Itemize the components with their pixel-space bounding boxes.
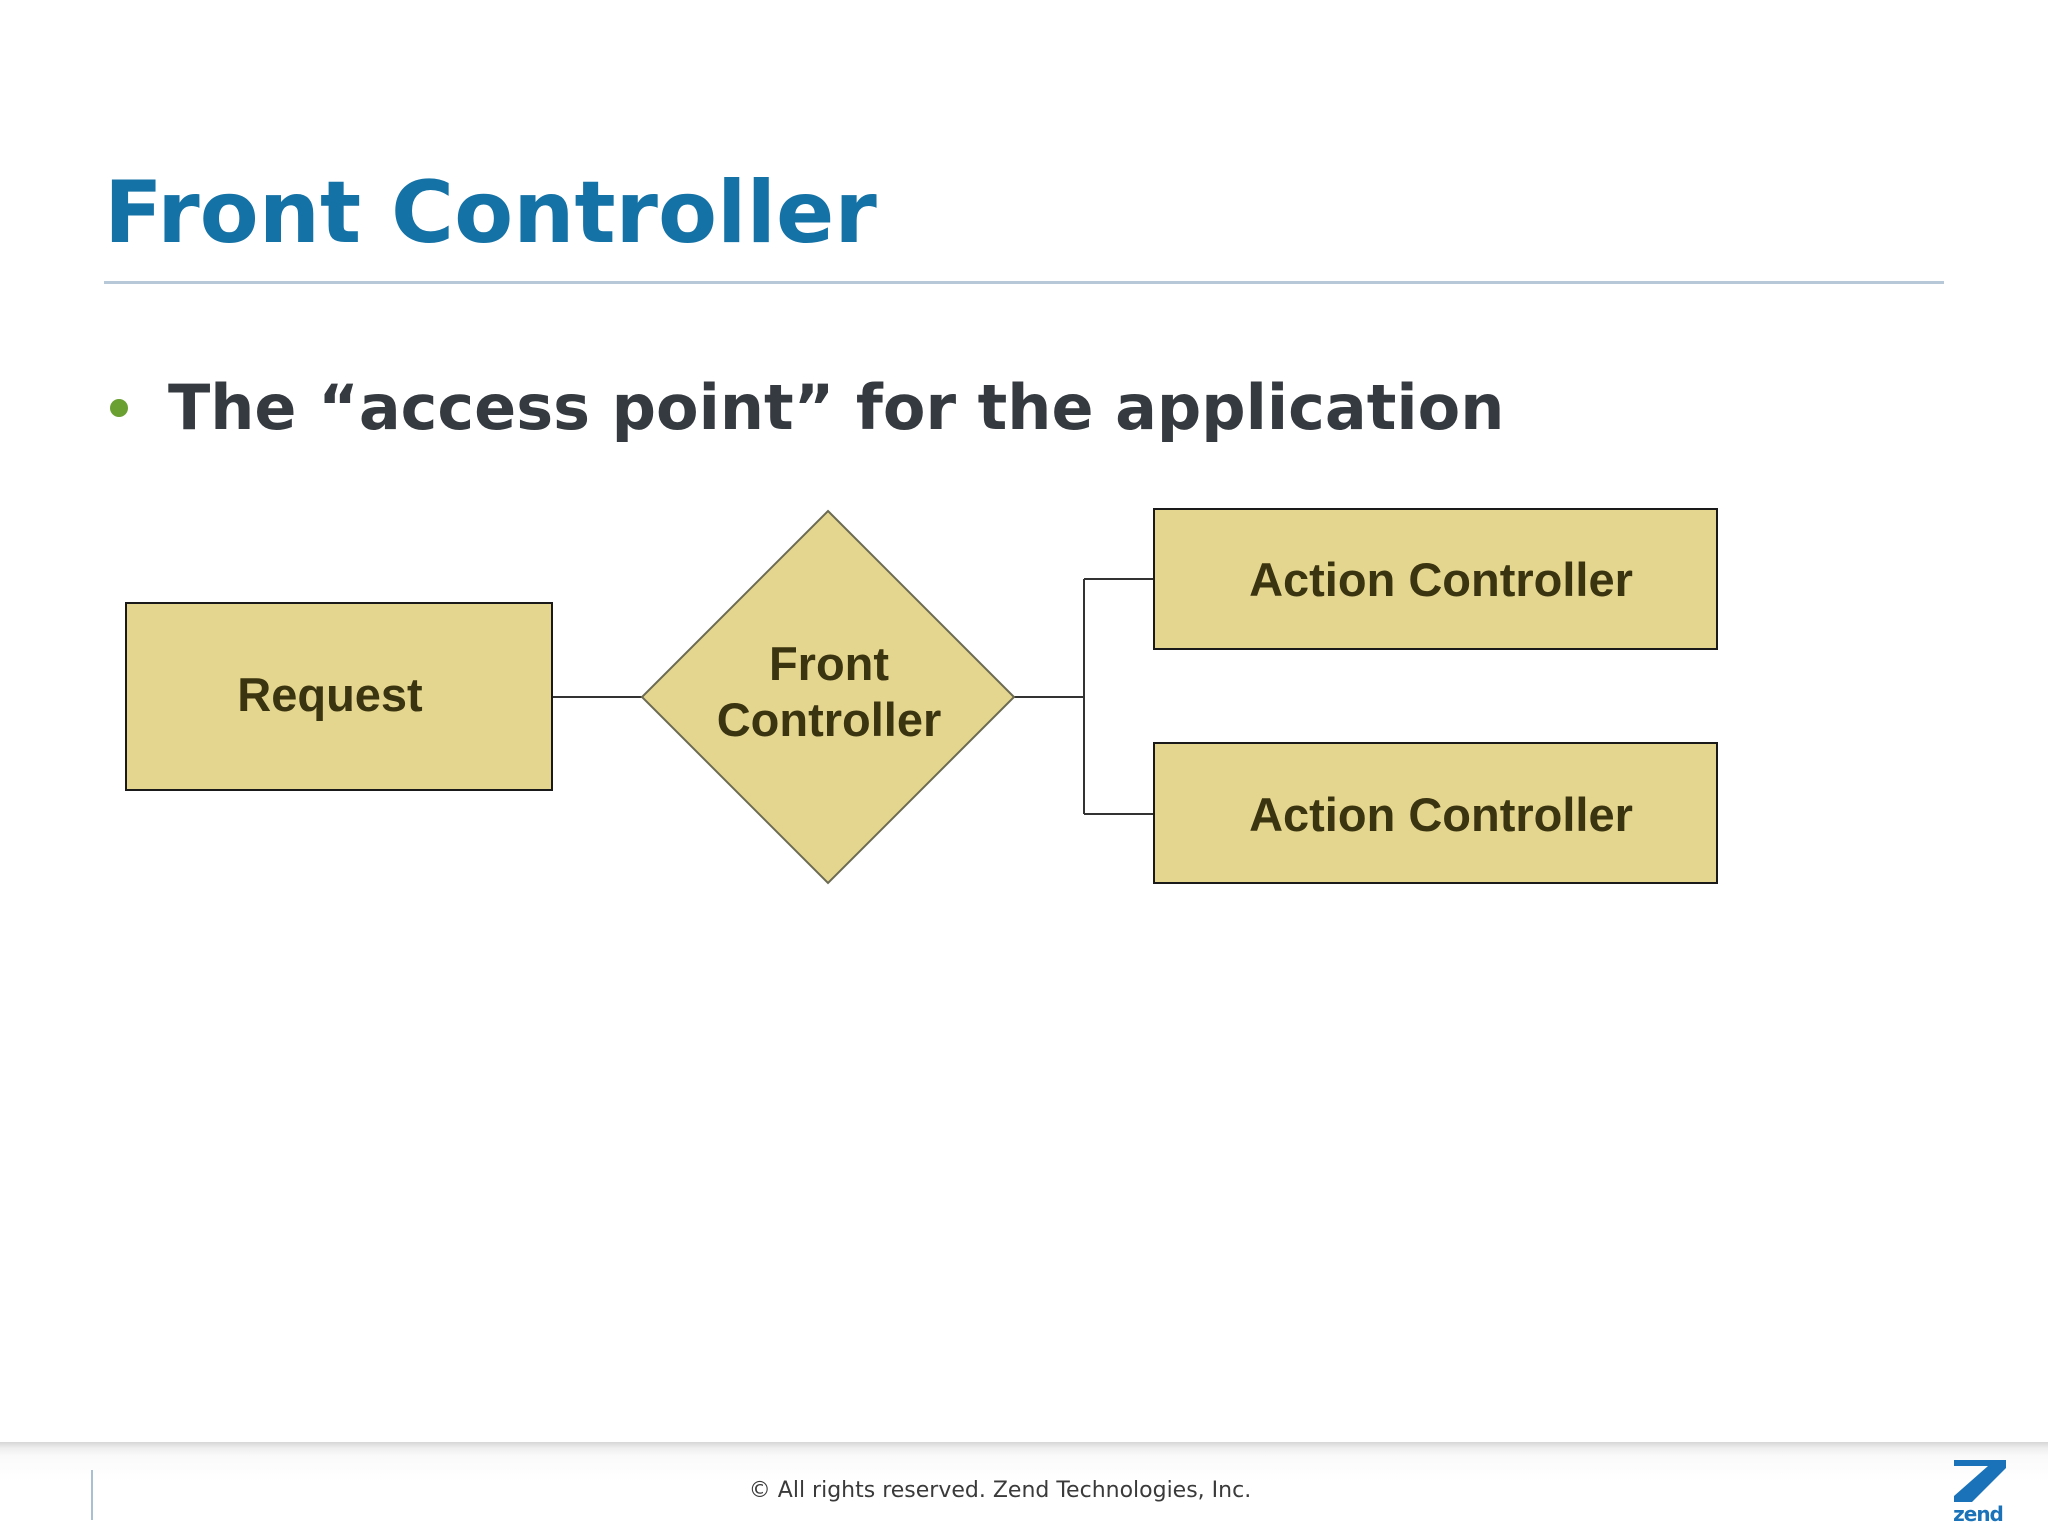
action-controller-node-1: Action Controller	[1153, 508, 1718, 650]
bullet-text: The “access point” for the application	[168, 371, 1505, 444]
connectors	[552, 578, 1154, 815]
footer-divider	[91, 1470, 93, 1520]
request-node: Request	[125, 602, 553, 791]
slide-title: Front Controller	[104, 163, 877, 263]
action-controller-node-2: Action Controller	[1153, 742, 1718, 884]
front-controller-diamond	[640, 509, 1016, 885]
front-controller-node: Front Controller	[640, 509, 1016, 885]
action-controller-label-1: Action Controller	[1249, 553, 1633, 606]
footer-copyright: © All rights reserved. Zend Technologies…	[748, 1478, 1252, 1503]
bullet-dot-icon	[110, 399, 128, 417]
zend-logo-text: zend	[1953, 1502, 2004, 1526]
zend-logo-icon	[1954, 1460, 2006, 1502]
title-divider	[104, 281, 1944, 284]
action-controller-box-2	[1153, 742, 1718, 884]
action-controller-box-1	[1153, 508, 1718, 650]
front-controller-label-line2: Controller	[717, 693, 942, 746]
footer	[0, 1442, 2048, 1536]
bullet-item: The “access point” for the application	[104, 372, 1504, 444]
action-controller-label-2: Action Controller	[1249, 788, 1633, 841]
front-controller-label-line1: Front	[769, 637, 889, 690]
request-box	[125, 602, 553, 791]
request-label: Request	[237, 668, 423, 721]
